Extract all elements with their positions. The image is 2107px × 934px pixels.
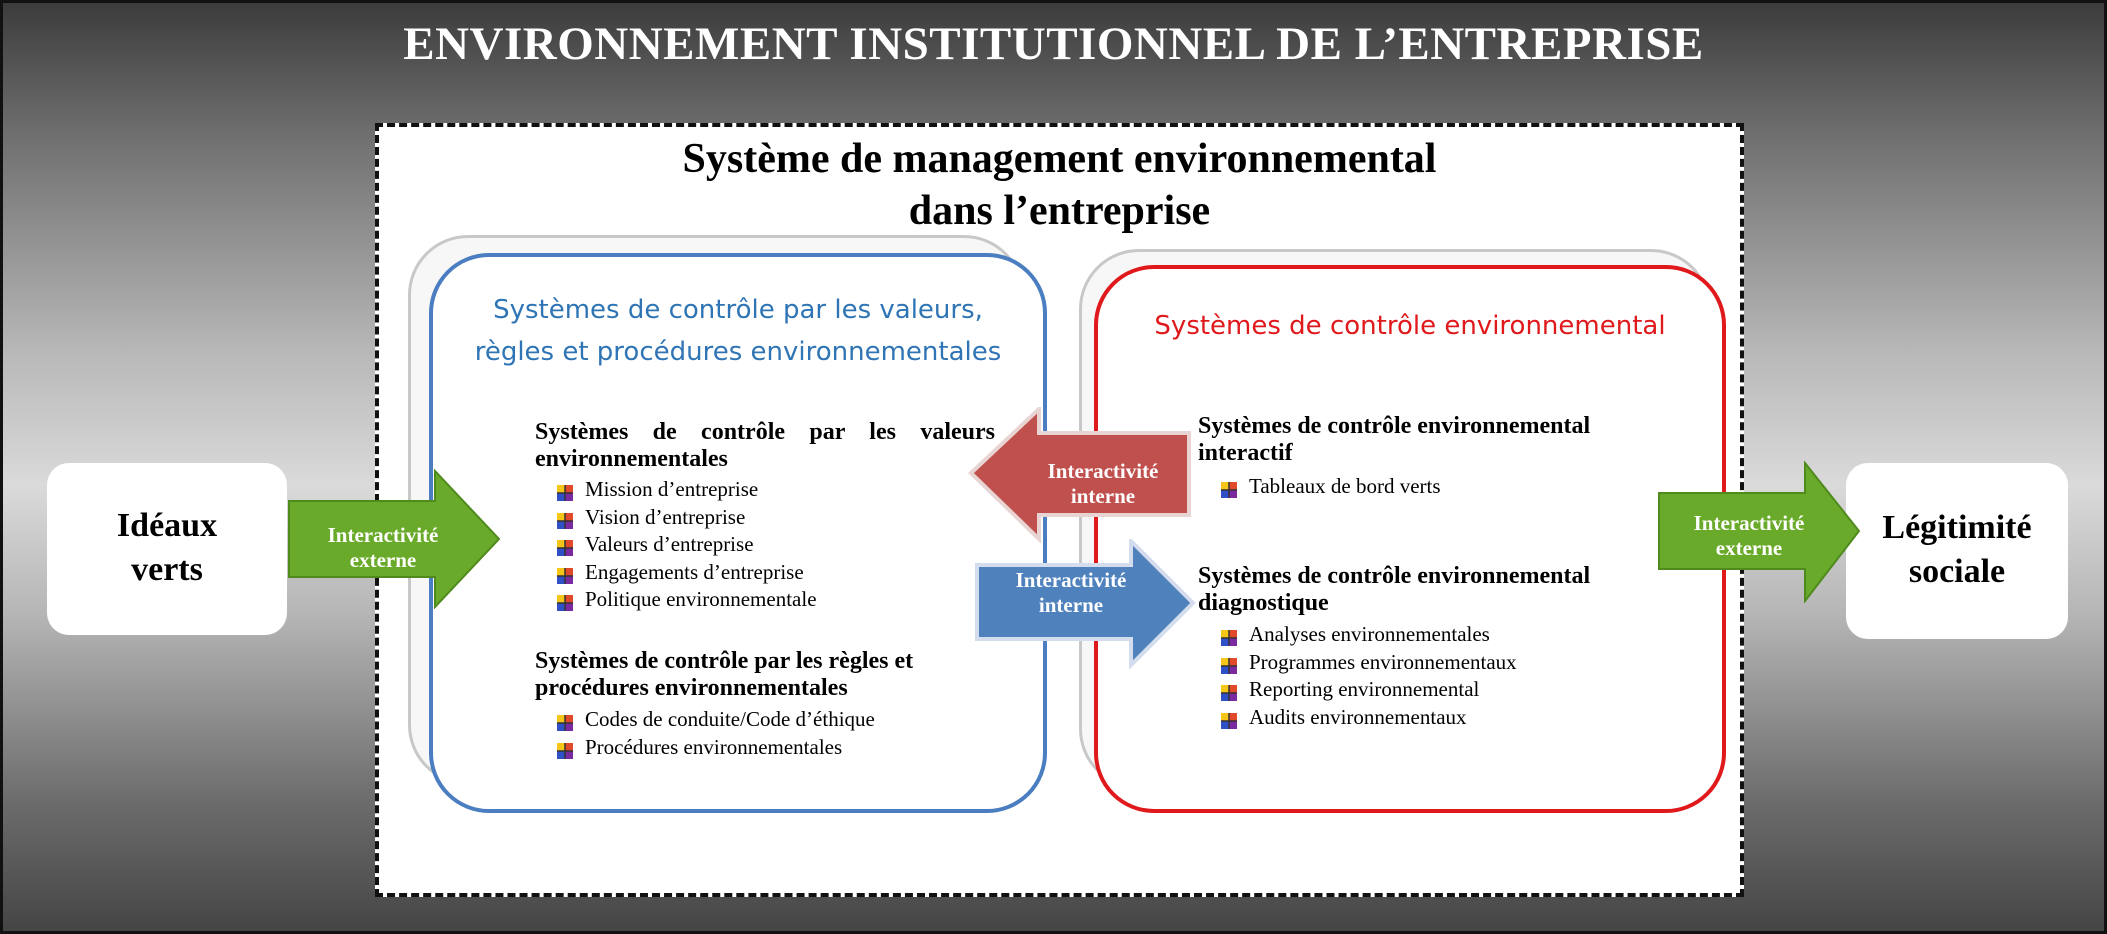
- interactive-items-list: Tableaux de bord verts: [1215, 473, 1441, 501]
- colored-quad-bullet-icon: [557, 481, 573, 501]
- colored-quad-bullet-icon: [1221, 654, 1237, 674]
- internal-bottom-arrow-shape: [975, 539, 1196, 669]
- diagnostic-section-title-line-1: Systèmes de contrôle environnemental: [1198, 563, 1591, 589]
- values-rules-panel-title: Systèmes de contrôle par les valeurs, rè…: [429, 289, 1047, 373]
- internal-top-arrow-label: Interactivité interne: [1047, 459, 1159, 508]
- green-ideals-line-2: verts: [131, 551, 203, 588]
- management-system-title-line-2: dans l’entreprise: [908, 188, 1211, 234]
- values-section-title-line-1: Systèmes de contrôle par les valeurs: [535, 419, 995, 445]
- rules-section-title-line-1: Systèmes de contrôle par les règles et: [535, 648, 914, 674]
- list-item: Audits environnementaux: [1215, 704, 1517, 732]
- diagnostic-section-title-line-2: diagnostique: [1198, 590, 1329, 616]
- list-item: Tableaux de bord verts: [1215, 473, 1441, 501]
- colored-quad-bullet-icon: [1221, 681, 1237, 701]
- values-rules-panel-title-line-1: Systèmes de contrôle par les valeurs,: [493, 295, 983, 325]
- social-legitimacy-line-1: Légitimité: [1882, 509, 2032, 546]
- list-item: Vision d’entreprise: [551, 504, 817, 532]
- values-rules-panel-title-line-2: règles et procédures environnementales: [474, 337, 1002, 367]
- interactive-section-title-line-2: interactif: [1198, 440, 1293, 466]
- internal-top-arrow-shape: [968, 407, 1191, 543]
- colored-quad-bullet-icon: [1221, 709, 1237, 729]
- values-items-list: Mission d’entreprise Vision d’entreprise…: [551, 476, 817, 614]
- diagnostic-items-list: Analyses environnementales Programmes en…: [1215, 621, 1517, 731]
- external-right-arrow-label: Interactivité externe: [1693, 511, 1805, 560]
- values-section-title: Systèmes de contrôle par les valeurs env…: [535, 419, 995, 473]
- list-item: Politique environnementale: [551, 586, 817, 614]
- rules-items-list: Codes de conduite/Code d’éthique Procédu…: [551, 706, 875, 761]
- diagnostic-section-title: Systèmes de contrôle environnemental dia…: [1198, 563, 1668, 617]
- environmental-control-panel-title: Systèmes de contrôle environnemental: [1094, 305, 1726, 347]
- internal-bottom-arrow-label: Interactivité interne: [1015, 568, 1127, 617]
- internal-top-arrow: [968, 407, 1191, 543]
- external-right-arrow: [1658, 461, 1861, 603]
- external-right-arrow-shape: [1658, 461, 1861, 603]
- external-left-arrow-shape: [288, 469, 501, 609]
- internal-bottom-arrow: [975, 539, 1196, 669]
- interactive-section-title: Systèmes de contrôle environnemental int…: [1198, 413, 1668, 467]
- values-section-title-line-2: environnementales: [535, 446, 728, 472]
- colored-quad-bullet-icon: [1221, 478, 1237, 498]
- colored-quad-bullet-icon: [1221, 626, 1237, 646]
- institutional-environment-title: ENVIRONNEMENT INSTITUTIONNEL DE L’ENTREP…: [403, 18, 1704, 70]
- green-ideals-line-1: Idéaux: [116, 507, 218, 544]
- colored-quad-bullet-icon: [557, 564, 573, 584]
- list-item: Programmes environnementaux: [1215, 649, 1517, 677]
- external-left-arrow-label: Interactivité externe: [327, 523, 439, 572]
- environmental-control-panel-title-line-1: Systèmes de contrôle environnemental: [1154, 311, 1666, 341]
- list-item: Procédures environnementales: [551, 734, 875, 762]
- rules-section-title: Systèmes de contrôle par les règles et p…: [535, 648, 1005, 702]
- list-item: Valeurs d’entreprise: [551, 531, 817, 559]
- management-system-title: Système de management environnemental da…: [375, 133, 1744, 237]
- colored-quad-bullet-icon: [557, 536, 573, 556]
- environmental-control-panel: [1094, 265, 1726, 813]
- external-left-arrow: [288, 469, 501, 609]
- management-system-title-line-1: Système de management environnemental: [682, 136, 1437, 182]
- values-rules-control-panel: [429, 253, 1047, 813]
- colored-quad-bullet-icon: [557, 739, 573, 759]
- colored-quad-bullet-icon: [557, 711, 573, 731]
- list-item: Analyses environnementales: [1215, 621, 1517, 649]
- social-legitimacy-box: Légitimité sociale: [1846, 463, 2068, 639]
- list-item: Engagements d’entreprise: [551, 559, 817, 587]
- colored-quad-bullet-icon: [557, 509, 573, 529]
- list-item: Reporting environnemental: [1215, 676, 1517, 704]
- list-item: Codes de conduite/Code d’éthique: [551, 706, 875, 734]
- green-ideals-box: Idéaux verts: [47, 463, 287, 635]
- colored-quad-bullet-icon: [557, 591, 573, 611]
- rules-section-title-line-2: procédures environnementales: [535, 675, 848, 701]
- list-item: Mission d’entreprise: [551, 476, 817, 504]
- social-legitimacy-line-2: sociale: [1908, 553, 2006, 590]
- interactive-section-title-line-1: Systèmes de contrôle environnemental: [1198, 413, 1591, 439]
